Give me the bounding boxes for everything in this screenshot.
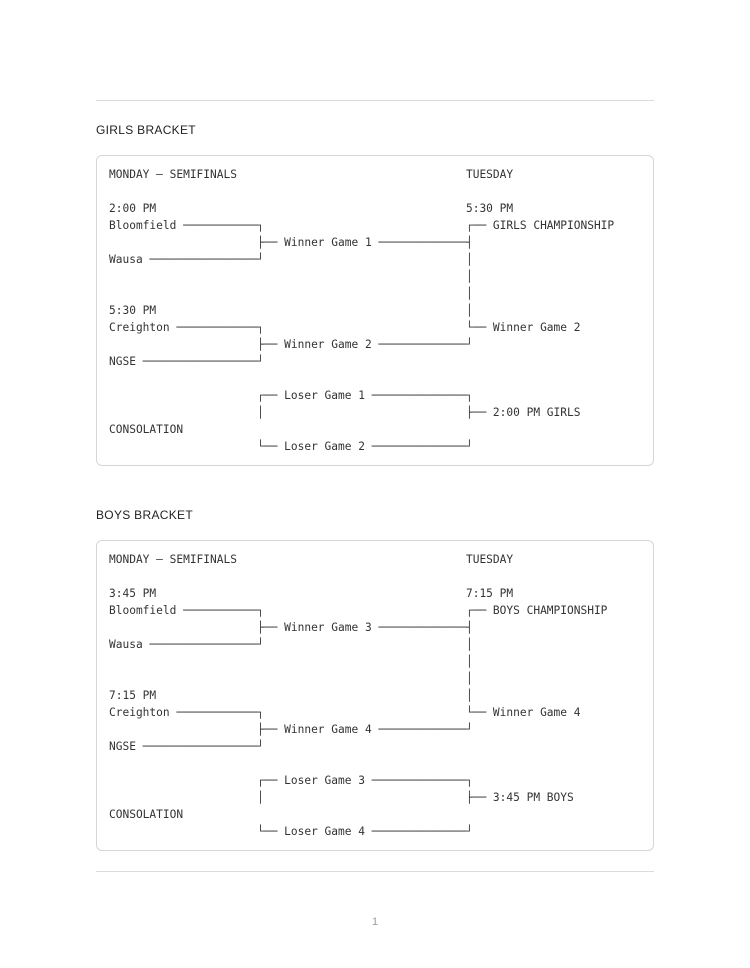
top-divider [96, 100, 654, 101]
boys-bracket-heading: BOYS BRACKET [96, 508, 193, 522]
girls-bracket-section: GIRLS BRACKET MONDAY – SEMIFINALS TUESDA… [96, 123, 654, 466]
bottom-divider [96, 871, 654, 872]
girls-bracket-box: MONDAY – SEMIFINALS TUESDAY 2:00 PM 5:30… [96, 155, 654, 466]
girls-bracket-heading: GIRLS BRACKET [96, 123, 196, 137]
page-number: 1 [371, 916, 379, 928]
boys-bracket-art: MONDAY – SEMIFINALS TUESDAY 3:45 PM 7:15… [109, 553, 608, 838]
boys-bracket-box: MONDAY – SEMIFINALS TUESDAY 3:45 PM 7:15… [96, 540, 654, 851]
page-content: GIRLS BRACKET MONDAY – SEMIFINALS TUESDA… [96, 0, 654, 929]
boys-bracket-section: BOYS BRACKET MONDAY – SEMIFINALS TUESDAY… [96, 508, 654, 851]
girls-bracket-art: MONDAY – SEMIFINALS TUESDAY 2:00 PM 5:30… [109, 168, 615, 453]
